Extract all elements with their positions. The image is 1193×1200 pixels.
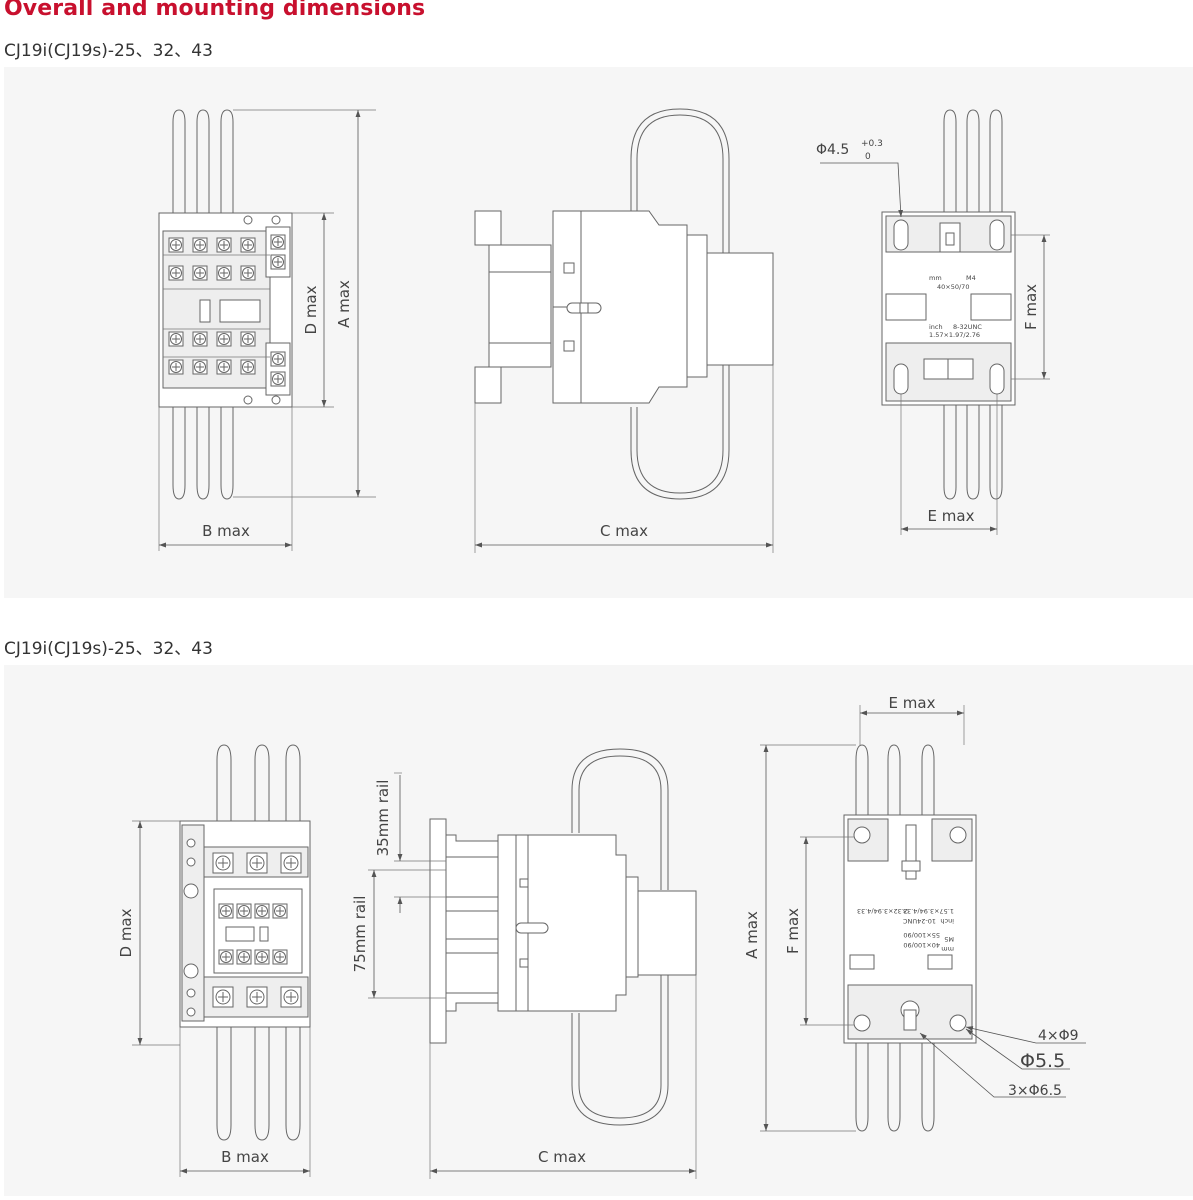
inch-dims-label: 1.57×1.97/2.76 <box>929 331 980 339</box>
holes-4-label: 4×Φ9 <box>1038 1028 1079 1044</box>
dim-label-d2: D max <box>117 908 135 957</box>
back-view-3: mm M4 40×50/70 inch 8-32UNC 1.57×1.97/2.… <box>881 109 1016 500</box>
side-view-2 <box>474 108 774 500</box>
drawing-1: A max D max B max C max <box>158 108 1050 553</box>
side-view-5-dimensions: 35mm rail 75mm rail C max <box>351 772 697 1179</box>
dim-label-f: F max <box>1022 284 1040 330</box>
dim-label-a2: A max <box>743 911 761 959</box>
mm-label-2: mm <box>941 945 954 953</box>
drawing-panel-2: D max B max 35mm rail 7 <box>4 665 1193 1196</box>
inch-dims-label-2: 2.32×3.94/4.33 <box>857 907 908 915</box>
rail-75-label: 75mm rail <box>351 896 369 973</box>
m5-label: M5 <box>944 935 954 943</box>
drawing-panel-1: A max D max B max C max <box>4 67 1193 598</box>
hole-55-label: Φ5.5 <box>1020 1050 1065 1072</box>
unc-label: 8-32UNC <box>953 323 982 331</box>
hole-symbol-label: Φ4.5 <box>816 142 849 158</box>
dim-label-a: A max <box>335 280 353 328</box>
hole-tolerance-upper: +0.3 <box>861 139 883 149</box>
hole-tolerance-lower: 0 <box>865 152 871 162</box>
side-view-2-dimensions: C max <box>474 365 774 553</box>
mm-label: mm <box>929 274 942 282</box>
dim-label-b2: B max <box>221 1148 269 1166</box>
dim-label-e2: E max <box>889 694 936 712</box>
back-view-6: mm M5 40×100/90 55×100/90 inch 10-24UNC … <box>843 744 977 1132</box>
mm-dims-label-2: 55×100/90 <box>903 931 940 939</box>
front-view-4-dimensions: D max B max <box>117 820 311 1177</box>
mm-dims-label: 40×50/70 <box>937 283 969 291</box>
front-view-4 <box>179 744 311 1141</box>
m4-label: M4 <box>966 274 976 282</box>
rail-35-label: 35mm rail <box>374 780 392 857</box>
dim-label-e: E max <box>928 507 975 525</box>
back-view-3-dimensions: Φ4.5 +0.3 0 F max E max <box>816 139 1050 535</box>
front-view-1 <box>158 109 293 500</box>
dim-label-d: D max <box>302 285 320 334</box>
inch-label-2: inch <box>940 917 954 925</box>
inch-label: inch <box>929 323 943 331</box>
mm-dims-label-1: 40×100/90 <box>903 941 940 949</box>
front-view-1-dimensions: A max D max B max <box>158 109 376 551</box>
back-view-6-dimensions: E max A max F max 4×Φ9 Φ5.5 3×Φ6.5 <box>743 694 1086 1132</box>
dim-label-c: C max <box>600 522 648 540</box>
page-title: Overall and mounting dimensions <box>4 0 426 21</box>
inch-dims-label-1: 1.57×3.94/4.33 <box>903 907 954 915</box>
drawing-2: D max B max 35mm rail 7 <box>117 694 1086 1179</box>
section-1-subtitle: CJ19i(CJ19s)-25、32、43 <box>4 41 213 61</box>
section-2-subtitle: CJ19i(CJ19s)-25、32、43 <box>4 639 213 659</box>
dim-label-b: B max <box>202 522 250 540</box>
dim-label-c2: C max <box>538 1148 586 1166</box>
unc-label-2: 10-24UNC <box>902 917 936 925</box>
side-view-5 <box>429 748 697 1126</box>
dim-label-f2: F max <box>784 908 802 954</box>
holes-3-label: 3×Φ6.5 <box>1008 1083 1062 1099</box>
